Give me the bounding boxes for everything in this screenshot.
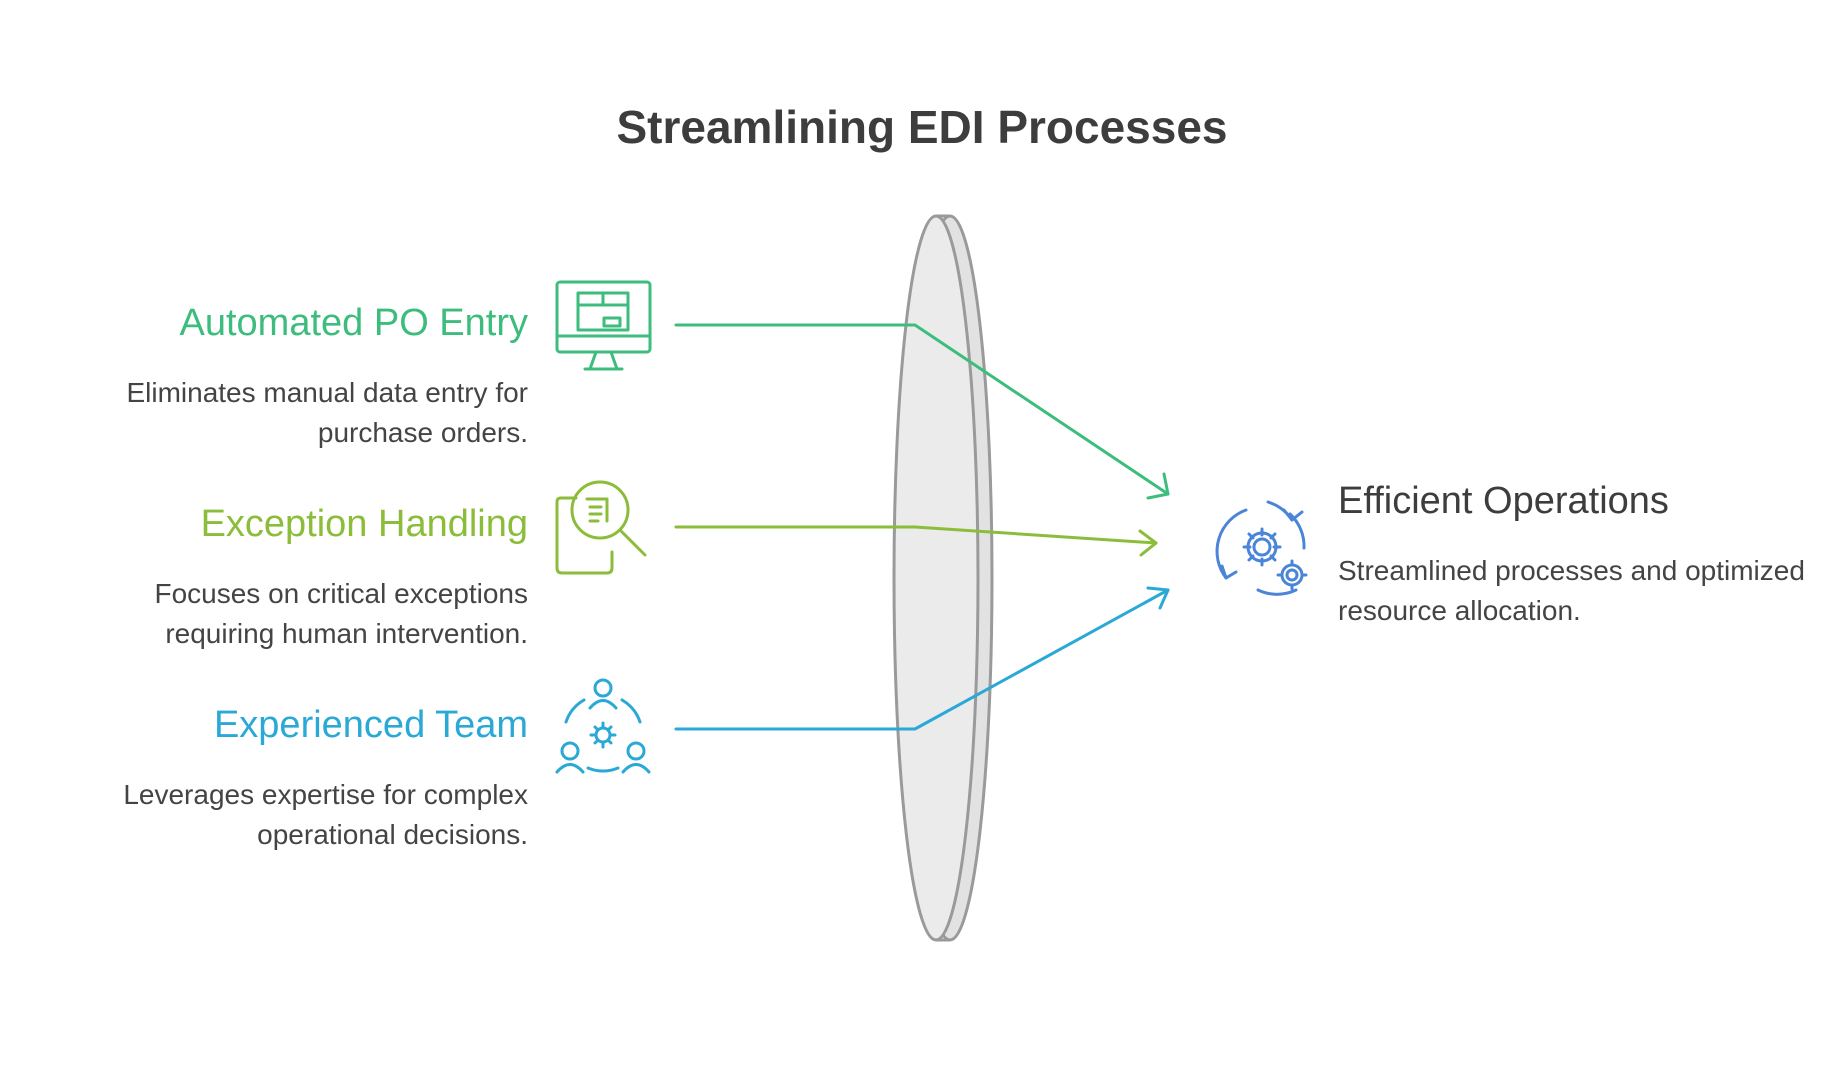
small-gear-teeth bbox=[1276, 559, 1308, 591]
input-title-automated-po-entry: Automated PO Entry bbox=[179, 302, 529, 344]
input-title-experienced-team: Experienced Team bbox=[213, 704, 528, 746]
lens-shape bbox=[892, 214, 994, 942]
diagram-title: Streamlining EDI Processes bbox=[616, 101, 1228, 153]
team-gear-teeth bbox=[589, 721, 617, 749]
arrow-automated-po-entry bbox=[674, 323, 1170, 500]
gears-cycle-icon bbox=[1215, 500, 1308, 596]
arrow-exception-handling bbox=[674, 525, 1158, 557]
output-title: Efficient Operations bbox=[1338, 480, 1669, 522]
team-gear-icon bbox=[555, 678, 651, 774]
input-description-automated-po-entry: Eliminates manual data entry for purchas… bbox=[126, 377, 528, 448]
arrow-experienced-team bbox=[674, 586, 1170, 731]
large-gear-teeth bbox=[1242, 527, 1282, 567]
monitor-package-icon bbox=[555, 280, 652, 371]
output-description: Streamlined processes and optimized reso… bbox=[1338, 555, 1805, 626]
input-description-exception-handling: Focuses on critical exceptions requiring… bbox=[154, 578, 528, 649]
input-description-experienced-team: Leverages expertise for complex operatio… bbox=[123, 779, 528, 850]
input-title-exception-handling: Exception Handling bbox=[200, 503, 528, 545]
document-search-icon bbox=[555, 480, 647, 575]
